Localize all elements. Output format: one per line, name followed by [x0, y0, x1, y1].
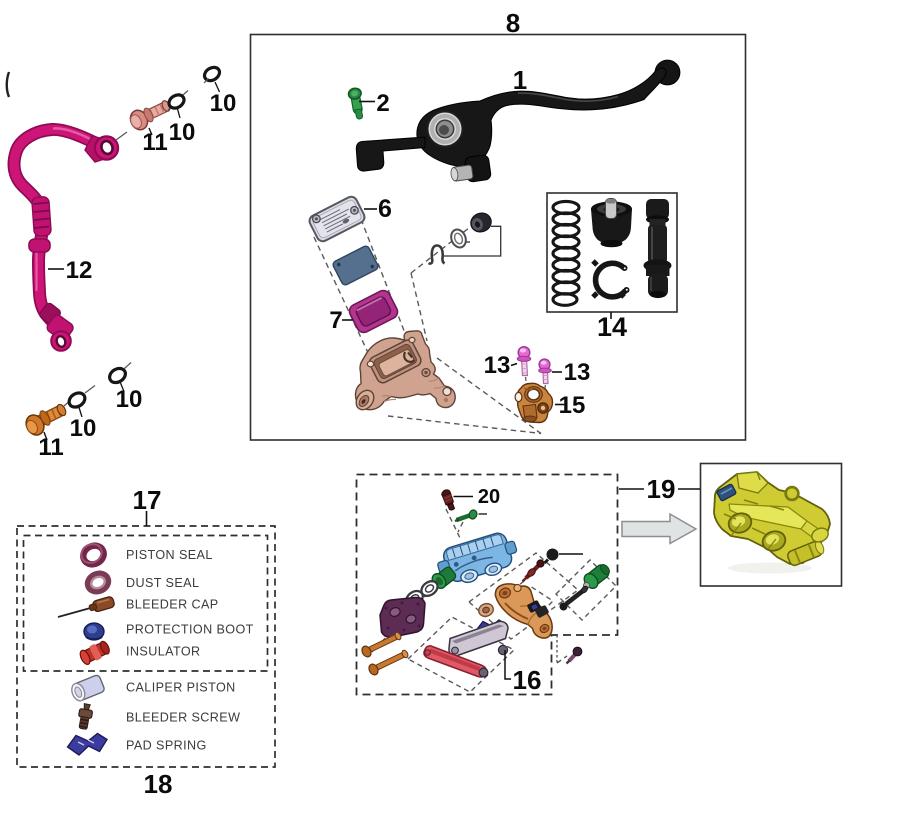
- svg-text:2: 2: [376, 90, 389, 117]
- svg-text:8: 8: [506, 8, 520, 38]
- svg-text:PAD SPRING: PAD SPRING: [126, 739, 207, 753]
- svg-text:6: 6: [378, 195, 392, 223]
- svg-text:10: 10: [169, 119, 196, 146]
- svg-text:DUST SEAL: DUST SEAL: [126, 576, 199, 590]
- svg-text:BLEEDER SCREW: BLEEDER SCREW: [126, 711, 240, 725]
- svg-text:PISTON SEAL: PISTON SEAL: [126, 548, 213, 562]
- svg-text:10: 10: [210, 90, 237, 117]
- svg-text:19: 19: [647, 474, 676, 504]
- svg-text:12: 12: [66, 257, 93, 284]
- svg-text:1: 1: [513, 65, 527, 95]
- svg-text:11: 11: [142, 129, 167, 156]
- svg-text:CALIPER PISTON: CALIPER PISTON: [126, 681, 236, 695]
- svg-text:BLEEDER CAP: BLEEDER CAP: [126, 598, 219, 612]
- svg-text:13: 13: [564, 359, 591, 386]
- svg-text:10: 10: [116, 386, 143, 413]
- svg-text:11: 11: [38, 434, 63, 461]
- svg-text:17: 17: [133, 485, 162, 515]
- svg-text:7: 7: [329, 307, 342, 334]
- svg-text:PROTECTION BOOT: PROTECTION BOOT: [126, 623, 254, 637]
- svg-text:15: 15: [559, 392, 586, 419]
- svg-text:18: 18: [144, 769, 173, 799]
- svg-text:13: 13: [484, 352, 511, 379]
- svg-text:14: 14: [597, 312, 627, 342]
- svg-text:20: 20: [478, 486, 500, 508]
- svg-text:10: 10: [70, 415, 97, 442]
- svg-text:16: 16: [513, 665, 542, 695]
- svg-text:INSULATOR: INSULATOR: [126, 645, 201, 659]
